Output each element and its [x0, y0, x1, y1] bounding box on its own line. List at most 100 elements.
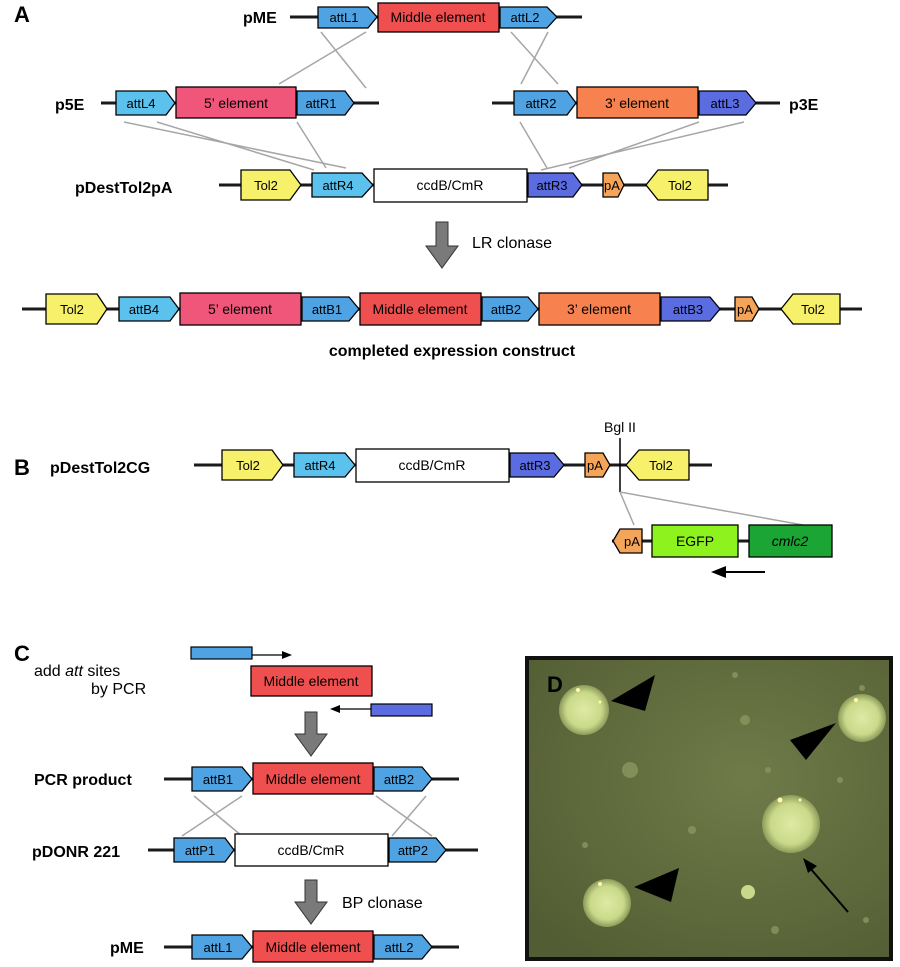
insert-egfp-label: EGFP — [676, 533, 714, 549]
construct-tol2-left: Tol2 — [45, 293, 108, 325]
pme-middle-element: Middle element — [377, 2, 500, 33]
dest-cg-tol2-right: Tol2 — [625, 449, 690, 481]
final-pme-middle-label: Middle element — [266, 939, 361, 955]
forward-primer — [190, 646, 292, 660]
final-pme-attl1-label: attL1 — [204, 940, 233, 955]
bgl-ii-label: Bgl II — [604, 419, 636, 435]
pdonr-attp2: attP2 — [388, 837, 447, 863]
dest-label: pDestTol2pA — [75, 180, 173, 197]
dest-cg-pa-label: pA — [587, 458, 603, 473]
fluorescence-photo: D — [525, 656, 893, 961]
dest-cg-attr4: attR4 — [293, 452, 356, 478]
construct-three-prime-element: 3’ element — [538, 292, 661, 326]
pme-middle-label: Middle element — [391, 9, 486, 25]
heart-colony-lower-left — [583, 879, 631, 927]
p3e-attl3: attL3 — [698, 90, 757, 116]
construct-attb1: attB1 — [301, 296, 360, 322]
construct-attb3: attB3 — [660, 296, 721, 322]
dest-cg-attr3-label: attR3 — [519, 458, 550, 473]
bp-clonase-label: BP clonase — [342, 895, 423, 912]
final-pme-label: pME — [110, 940, 144, 957]
p3e-attr2-label: attR2 — [525, 96, 556, 111]
p5e-attr1: attR1 — [296, 90, 355, 116]
dest-cg-tol2-left: Tol2 — [221, 449, 284, 481]
dest-tol2-right-label: Tol2 — [668, 178, 692, 193]
pme-attl1: attL1 — [317, 6, 378, 29]
dest-attr3: attR3 — [527, 172, 583, 198]
bp-crossover-lines — [181, 795, 433, 837]
construct-three-label: 3’ element — [567, 301, 631, 317]
p5e-five-prime-element: 5’ element — [175, 86, 297, 119]
dest-attr3-label: attR3 — [536, 178, 567, 193]
dest-cg-pa: pA — [584, 452, 611, 478]
p5e-attl4-label: attL4 — [127, 96, 156, 111]
dest-cg-tol2-left-label: Tol2 — [236, 458, 260, 473]
lr-clonase-arrow — [425, 221, 459, 269]
arrowhead-upper-left — [611, 675, 655, 711]
final-pme-attl1: attL1 — [191, 934, 253, 960]
dest-cg-ccdb-label: ccdB/CmR — [399, 457, 466, 473]
dest-ccdb-label: ccdB/CmR — [417, 177, 484, 193]
pdonr-ccdb-cmr: ccdB/CmR — [234, 833, 389, 867]
reverse-primer — [330, 703, 433, 717]
pdonr-attp1-label: attP1 — [185, 843, 215, 858]
dest-ccdb-cmr: ccdB/CmR — [373, 168, 528, 203]
dest-crossover-lines — [123, 121, 745, 171]
construct-five-prime-element: 5’ element — [179, 292, 302, 326]
insert-egfp: EGFP — [651, 524, 739, 558]
arrowhead-upper-right — [790, 723, 836, 760]
insert-crossover-lines — [619, 491, 804, 526]
small-colony — [741, 885, 755, 899]
dest-attr4-label: attR4 — [322, 178, 353, 193]
p3e-element-label: 3’ element — [605, 95, 669, 111]
insert-direction-arrow — [711, 566, 765, 578]
panel-d-letter: D — [547, 672, 563, 697]
construct-middle-label: Middle element — [373, 301, 468, 317]
pme-attl2: attL2 — [499, 6, 558, 29]
pdonr-label: pDONR 221 — [32, 844, 120, 861]
pme-attl2-label: attL2 — [511, 10, 540, 25]
panel-a-letter: A — [14, 2, 30, 27]
pme-crossover-lines — [278, 31, 559, 89]
insert-pa-label: pA — [624, 534, 640, 549]
p5e-element-label: 5’ element — [204, 95, 268, 111]
pcr-attb1: attB1 — [191, 766, 253, 792]
final-pme-middle-element: Middle element — [252, 930, 374, 963]
insert-pa: pA — [612, 528, 643, 554]
pme-label: pME — [243, 10, 277, 27]
dest-tol2-left-label: Tol2 — [254, 178, 278, 193]
background-specks — [582, 672, 869, 934]
p3e-attr2: attR2 — [513, 90, 577, 116]
construct-tol2-right-label: Tol2 — [801, 302, 825, 317]
pcr-template-middle-label: Middle element — [264, 673, 359, 689]
arrowhead-lower-left — [634, 868, 679, 902]
p3e-label: p3E — [789, 97, 819, 114]
construct-attb1-label: attB1 — [312, 302, 342, 317]
pcr-attb2-label: attB2 — [384, 772, 414, 787]
construct-middle-element: Middle element — [359, 292, 482, 326]
construct-five-label: 5’ element — [208, 301, 272, 317]
panel-c-letter: C — [14, 641, 30, 666]
bp-clonase-arrow — [294, 879, 328, 925]
pcr-template-middle: Middle element — [250, 665, 373, 697]
pcr-attb1-label: attB1 — [203, 772, 233, 787]
final-pme-attl2: attL2 — [373, 934, 433, 960]
construct-attb2-label: attB2 — [491, 302, 521, 317]
p5e-label: p5E — [55, 97, 85, 114]
pme-attl1-label: attL1 — [330, 10, 359, 25]
insert-cmlc2-label: cmlc2 — [772, 533, 809, 549]
pcr-product-label: PCR product — [34, 772, 132, 789]
lr-clonase-label: LR clonase — [472, 235, 552, 252]
pdonr-attp2-label: attP2 — [398, 843, 428, 858]
dest-pa-label: pA — [604, 178, 620, 193]
construct-tol2-left-label: Tol2 — [60, 302, 84, 317]
panel-b-letter: B — [14, 455, 30, 480]
p5e-attl4: attL4 — [115, 90, 176, 116]
pcr-middle-element: Middle element — [252, 762, 374, 795]
heart-colony-upper-right — [838, 694, 886, 742]
dest-cg-tol2-right-label: Tol2 — [649, 458, 673, 473]
pdonr-attp1: attP1 — [173, 837, 235, 863]
construct-caption: completed expression construct — [329, 343, 576, 360]
construct-pa: pA — [734, 296, 760, 322]
